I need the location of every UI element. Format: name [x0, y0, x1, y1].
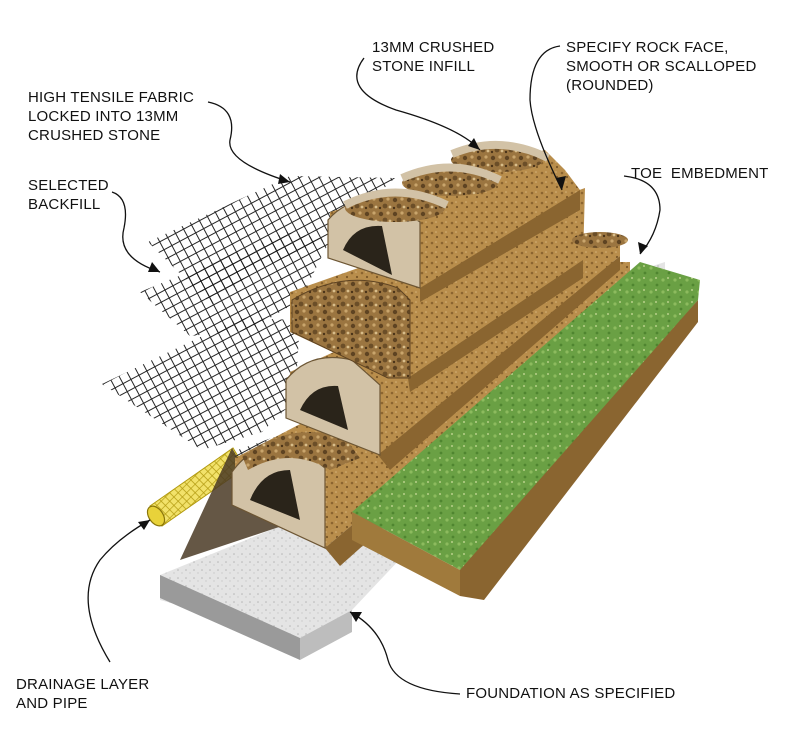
leader-drainage	[87, 519, 151, 663]
leader-infill	[356, 57, 481, 151]
label-stone-infill-line-1: 13MM CRUSHED	[372, 39, 495, 56]
geogrid-lower	[102, 318, 300, 450]
label-drainage-layer: DRAINAGE LAYER AND PIPE	[16, 675, 149, 713]
leader-backfill	[111, 191, 161, 273]
label-rock-face-line-1: SPECIFY ROCK FACE,	[566, 39, 729, 56]
label-drainage-layer-line-1: DRAINAGE LAYER	[16, 676, 150, 693]
label-tensile-fabric: HIGH TENSILE FABRIC LOCKED INTO 13MM CRU…	[28, 88, 194, 145]
label-toe-embedment: TOE EMBEDMENT	[631, 164, 769, 183]
label-rock-face-line-2: SMOOTH OR SCALLOPED	[566, 58, 757, 75]
leader-toe	[623, 175, 661, 255]
label-tensile-fabric-line-2: LOCKED INTO 13MM	[28, 108, 179, 125]
label-selected-backfill-line-2: BACKFILL	[28, 196, 101, 213]
geogrid-middle	[140, 232, 330, 336]
leader-fabric	[207, 101, 291, 183]
label-stone-infill: 13MM CRUSHED STONE INFILL	[372, 38, 494, 76]
label-selected-backfill-line-1: SELECTED	[28, 177, 109, 194]
leader-lines	[87, 45, 661, 695]
label-tensile-fabric-line-3: CRUSHED STONE	[28, 127, 161, 144]
toe-grass-strip	[352, 262, 700, 600]
label-foundation-line-1: FOUNDATION AS SPECIFIED	[466, 685, 676, 702]
label-selected-backfill: SELECTED BACKFILL	[28, 176, 109, 214]
label-rock-face: SPECIFY ROCK FACE, SMOOTH OR SCALLOPED (…	[566, 38, 757, 95]
label-stone-infill-line-2: STONE INFILL	[372, 58, 475, 75]
label-drainage-layer-line-2: AND PIPE	[16, 695, 88, 712]
label-tensile-fabric-line-1: HIGH TENSILE FABRIC	[28, 89, 195, 106]
leader-arrowheads	[138, 138, 648, 622]
leader-rock-face	[529, 45, 563, 191]
label-toe-embedment-line-1: TOE EMBEDMENT	[631, 165, 769, 182]
block-course-top	[327, 140, 628, 302]
label-rock-face-line-3: (ROUNDED)	[566, 77, 654, 94]
leader-foundation	[349, 611, 461, 695]
label-foundation: FOUNDATION AS SPECIFIED	[466, 684, 675, 703]
